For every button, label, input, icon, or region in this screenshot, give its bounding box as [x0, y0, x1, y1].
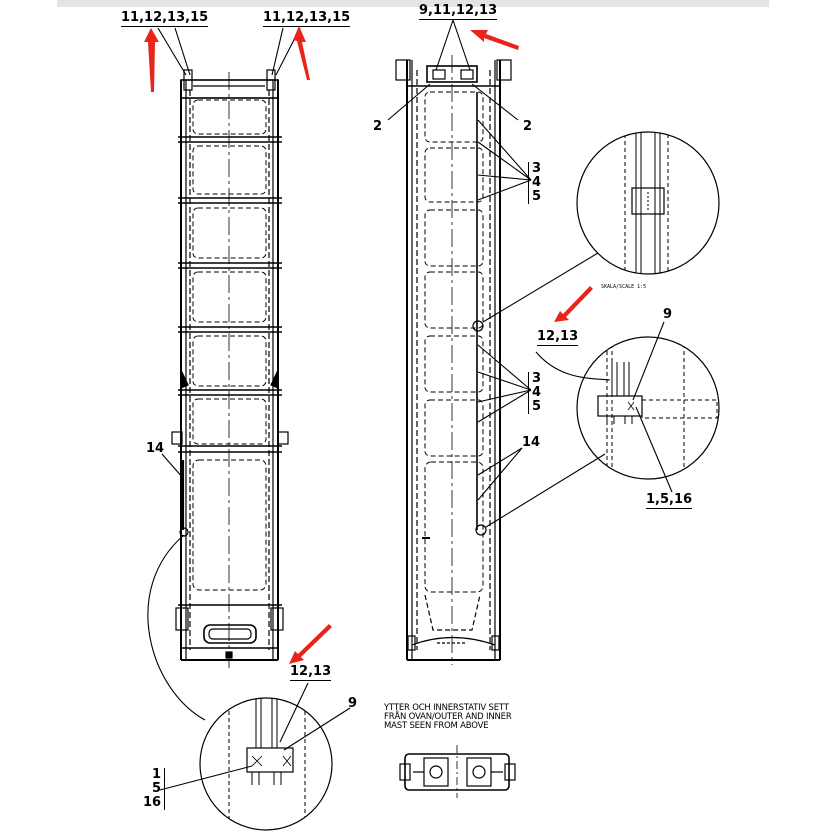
detail-circle-upper-right [576, 131, 720, 275]
red-arrow-2 [293, 26, 310, 80]
red-arrow-3 [470, 30, 519, 50]
label-2-left: 2 [373, 119, 383, 134]
label-stack-345-upper: 3 4 5 [528, 162, 541, 204]
label-mid-top: 9,11,12,13 [419, 3, 498, 20]
stack-item: 4 [532, 175, 542, 190]
label-stack-345-lower: 3 4 5 [528, 372, 541, 414]
stack-item: 5 [532, 189, 542, 204]
label-14-mid: 14 [522, 435, 541, 450]
stack-item: 4 [532, 385, 542, 400]
scale-note: SKALA/SCALE 1:5 [601, 284, 647, 290]
stack-item: 3 [532, 161, 542, 176]
label-1213-right: 12,13 [537, 329, 579, 346]
view-note-line: MAST SEEN FROM ABOVE [384, 721, 489, 731]
label-9-left: 9 [348, 696, 358, 711]
red-arrow-5 [289, 624, 332, 664]
label-stack-1516-bottom: 1 5 16 [143, 767, 166, 810]
detail-circle-lower-left [199, 697, 333, 831]
stack-item: 5 [532, 399, 542, 414]
left-mast-view [171, 69, 289, 668]
top-toolbar-strip [57, 0, 769, 7]
red-arrows [144, 26, 593, 664]
stack-item: 3 [532, 371, 542, 386]
stack-item: 16 [143, 795, 162, 810]
top-view-drawing [399, 745, 516, 798]
label-1516-right: 1,5,16 [646, 492, 693, 509]
leader-lines [147, 19, 673, 791]
label-2-right: 2 [523, 119, 533, 134]
view-note-line: YTTER OCH INNERSTATIV SETT [384, 703, 509, 713]
view-note-line: FRÅN OVAN/OUTER AND INNER [384, 712, 512, 722]
label-left-top-b: 11,12,13,15 [263, 10, 351, 27]
middle-mast-view [395, 55, 512, 665]
red-arrow-1 [144, 28, 159, 92]
detail-circle-lower-right [576, 336, 720, 480]
label-left-top-a: 11,12,13,15 [121, 10, 209, 27]
view-note: YTTER OCH INNERSTATIV SETT FRÅN OVAN/OUT… [384, 704, 512, 731]
label-9-right: 9 [663, 307, 673, 322]
label-1213-left: 12,13 [290, 664, 332, 681]
label-14-left: 14 [146, 441, 165, 456]
stack-item: 5 [152, 781, 162, 796]
red-arrow-4 [554, 286, 593, 322]
stack-item: 1 [152, 767, 162, 782]
